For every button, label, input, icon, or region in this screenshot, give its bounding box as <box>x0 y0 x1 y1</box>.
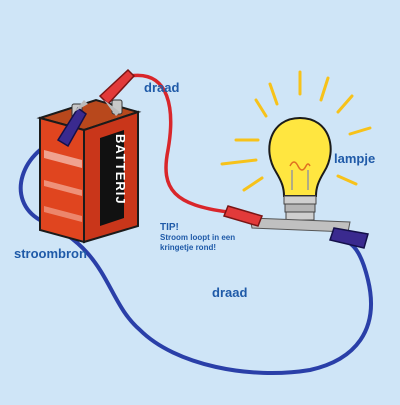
battery <box>36 98 142 244</box>
tip-title: TIP! <box>160 222 179 233</box>
wire-label-bottom: draad <box>212 285 248 300</box>
light-rays <box>220 70 372 192</box>
red-clip-lamp <box>222 205 264 227</box>
battery-label: BATTERIJ <box>113 134 128 205</box>
blue-clip-battery <box>56 100 88 148</box>
lamp-label: lampje <box>334 151 376 166</box>
red-wire <box>128 73 230 214</box>
blue-wire <box>18 134 373 376</box>
red-clip-battery <box>98 68 136 116</box>
light-bulb <box>268 116 332 230</box>
tip-box: TIP! Stroom loopt in een kringetje rond! <box>160 222 240 253</box>
wire-label-top: draad <box>144 80 180 95</box>
blue-clip-lamp <box>329 227 369 249</box>
tip-text: Stroom loopt in een kringetje rond! <box>160 233 236 252</box>
power-source-label: stroombron <box>14 246 87 261</box>
